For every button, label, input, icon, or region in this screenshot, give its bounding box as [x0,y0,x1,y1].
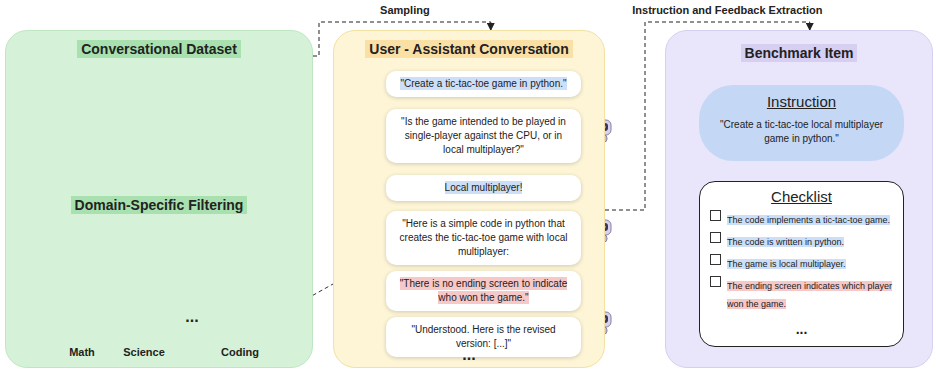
box-heading: Instruction [713,93,890,110]
box-heading: Checklist [710,188,893,205]
checkbox [710,276,721,287]
edge-label: Sampling [377,4,433,16]
checkbox [710,254,721,265]
panel-title-row: Conversational Dataset [6,41,312,57]
assistant-bubble: "Here is a simple code in python that cr… [386,211,581,265]
checklist-row: The code implements a tic-tac-toe game. [710,209,893,227]
checklist-item-wrap: The code implements a tic-tac-toe game. [727,209,890,227]
checklist-item-wrap: The game is local multiplayer. [727,253,846,271]
checklist-item: The ending screen indicates which player… [727,281,892,309]
panel-title: User - Assistant Conversation [365,40,572,58]
checklist-item-wrap: The code is written in python. [727,231,844,249]
checkbox [710,232,721,243]
checklist-item: The game is local multiplayer. [727,259,846,269]
edge-label: Instruction and Feedback Extraction [629,4,825,16]
panel-title: Benchmark Item [741,44,858,62]
icon-label: Math [69,346,95,358]
checklist-box: ChecklistThe code implements a tic-tac-t… [699,181,904,347]
user-bubble: "Create a tic-tac-toe game in python." [386,71,581,97]
panel-title: Domain-Specific Filtering [71,196,248,214]
checklist-item: The code implements a tic-tac-toe game. [727,215,890,225]
checklist-item: The code is written in python. [727,237,844,247]
benchmark-panel: Benchmark ItemInstruction "Create a tic-t… [665,30,933,368]
message-text: "Understood. Here is the revised version… [411,323,555,350]
checklist-row: The ending screen indicates which player… [710,275,893,311]
checklist-row: The code is written in python. [710,231,893,249]
instruction-text: "Create a tic-tac-toe local multiplayer … [713,118,890,145]
message-text: "Create a tic-tac-toe game in python." [400,77,566,90]
checkbox [710,210,721,221]
message-text: "Here is a simple code in python that cr… [400,217,568,258]
assistant-bubble: "Is the game intended to be played in si… [386,109,581,163]
checklist-row: The game is local multiplayer. [710,253,893,271]
user-bubble: Local multiplayer! [386,175,581,201]
conversation-panel: User - Assistant Conversation "Create a t… [333,30,605,368]
message-text: "There is no ending screen to indicate w… [400,277,568,304]
panel-title: Conversational Dataset [77,40,241,58]
icon-label: ... [185,308,198,326]
dataset-panel: Conversational DatasetDomain-Specific Fi… [5,30,313,368]
panel-title-row: User - Assistant Conversation [334,41,604,57]
message-text: "Is the game intended to be played in si… [401,115,566,156]
assistant-bubble: "Understood. Here is the revised version… [386,317,581,357]
user-bubble: "There is no ending screen to indicate w… [386,271,581,311]
icon-label: ... [462,346,475,364]
icon-label: Coding [221,346,259,358]
panel-title-row: Benchmark Item [666,45,932,61]
checklist-item-wrap: The ending screen indicates which player… [727,275,893,311]
ellipsis: ... [710,321,893,337]
panel-title-row: Domain-Specific Filtering [6,197,312,213]
instruction-box: Instruction "Create a tic-tac-toe local m… [699,85,904,161]
message-text: Local multiplayer! [445,181,523,194]
icon-label: Science [123,346,165,358]
